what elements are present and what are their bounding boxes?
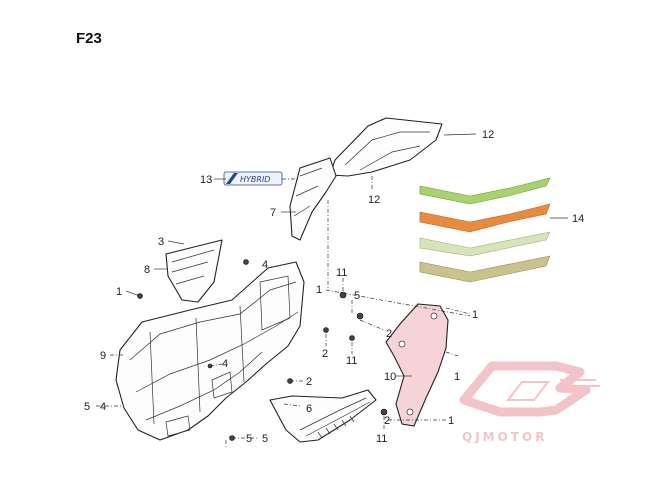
callout-2: 2 (322, 348, 328, 360)
callout-13: 13 (200, 174, 212, 186)
callout-5: 5 (354, 290, 360, 302)
part-6-floor-step (269, 389, 377, 443)
callout-12: 12 (368, 194, 380, 206)
callout-7: 7 (270, 207, 276, 219)
callout-1: 1 (316, 284, 322, 296)
part-9-lower-body (115, 261, 305, 441)
callout-1: 1 (454, 371, 460, 383)
callout-2: 2 (384, 415, 390, 427)
callout-labels: 12 12 13 7 14 3 8 4 1 11 1 5 2 1 2 11 9 … (84, 129, 584, 445)
callout-1: 1 (448, 415, 454, 427)
callout-11: 11 (376, 433, 387, 445)
callout-11: 11 (346, 355, 357, 367)
fastener-hardware (137, 259, 388, 441)
callout-5: 5 (84, 401, 90, 413)
part-14-decal-set (419, 177, 551, 283)
callout-2: 2 (386, 328, 392, 340)
part-13-hybrid-badge: HYBRID (223, 171, 283, 186)
callout-5: 5 (246, 433, 252, 445)
callout-10: 10 (384, 371, 396, 383)
part-8-side-panel (165, 239, 223, 303)
part-7-front-panel (289, 157, 337, 241)
callout-4: 4 (100, 401, 106, 413)
callout-3: 3 (158, 236, 164, 248)
part-10-bracket[interactable] (385, 303, 449, 427)
callout-5: 5 (262, 433, 268, 445)
callout-2: 2 (306, 376, 312, 388)
callout-9: 9 (100, 350, 106, 362)
diagram-code: F23 (76, 30, 102, 47)
callout-8: 8 (144, 264, 150, 276)
callout-1: 1 (472, 309, 478, 321)
hybrid-badge-text: HYBRID (240, 175, 270, 184)
watermark-text: QJMOTOR (462, 430, 547, 444)
callout-14: 14 (572, 213, 584, 225)
callout-1: 1 (116, 286, 122, 298)
callout-12: 12 (482, 129, 494, 141)
callout-4: 4 (262, 259, 268, 271)
callout-4: 4 (222, 358, 228, 370)
qjmotor-watermark-logo: QJMOTOR (459, 361, 600, 444)
part-12-upper-cowl (329, 117, 443, 177)
callout-6: 6 (306, 403, 312, 415)
leader-lines (96, 133, 568, 448)
callout-11: 11 (336, 267, 347, 279)
